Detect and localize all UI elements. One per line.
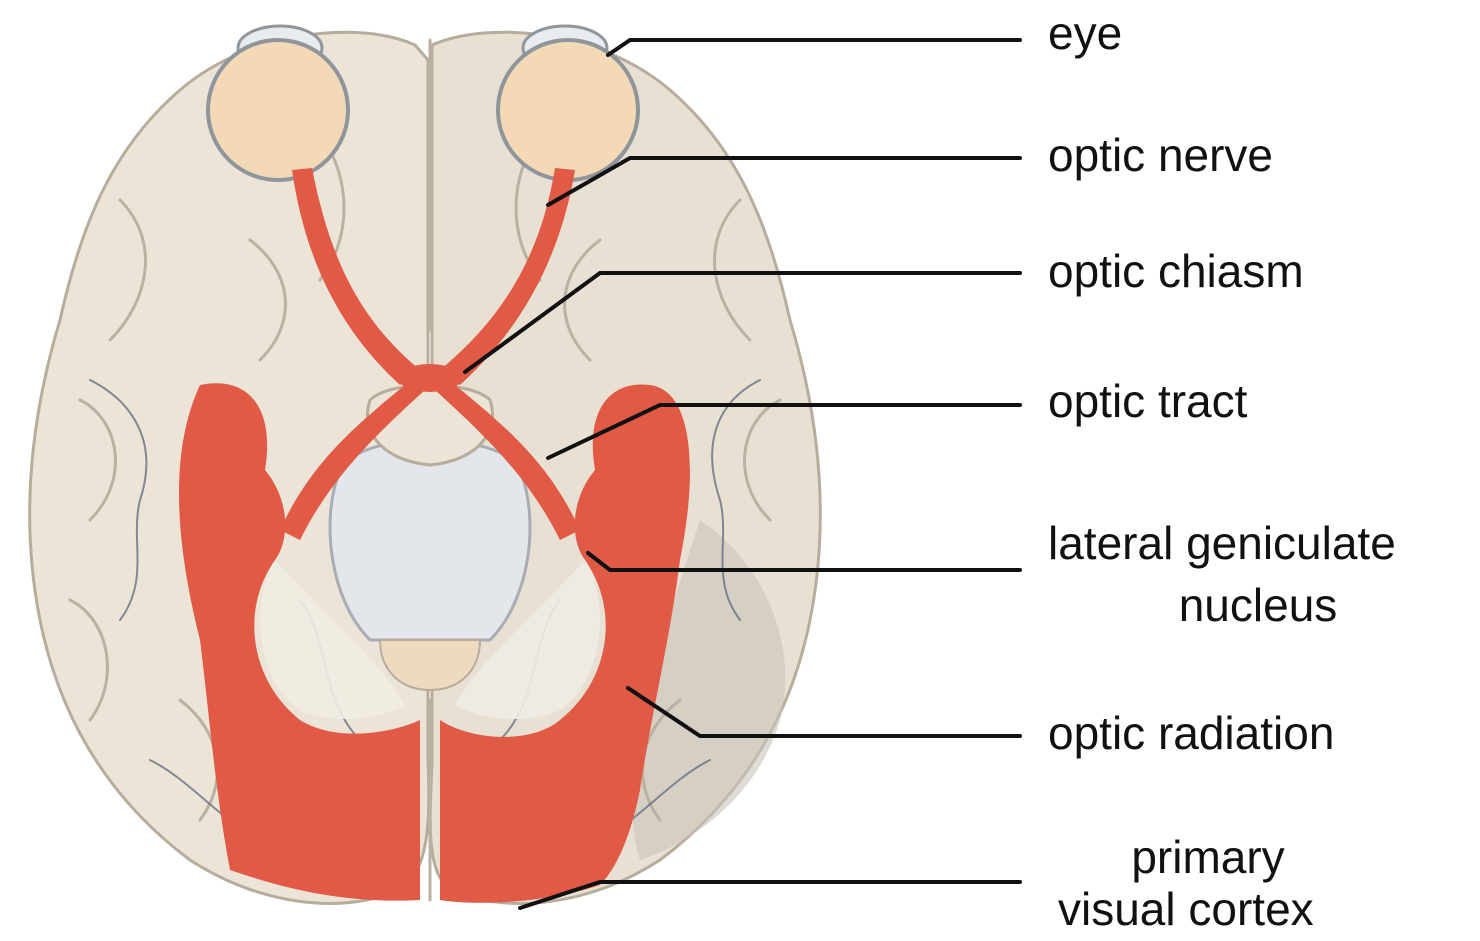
leader-eye xyxy=(608,40,1020,55)
label-optic-radiation: optic radiation xyxy=(1048,706,1334,760)
label-visual-cortex: visual cortex xyxy=(1058,882,1314,936)
label-optic-tract: optic tract xyxy=(1048,374,1247,428)
label-primary: primary xyxy=(1048,830,1368,884)
label-optic-chiasm: optic chiasm xyxy=(1048,244,1304,298)
brainstem xyxy=(330,440,530,640)
label-eye: eye xyxy=(1048,6,1122,60)
label-lgn-line2: nucleus xyxy=(1048,578,1468,632)
label-lgn-line1: lateral geniculate xyxy=(1048,516,1396,570)
label-optic-nerve: optic nerve xyxy=(1048,128,1273,182)
